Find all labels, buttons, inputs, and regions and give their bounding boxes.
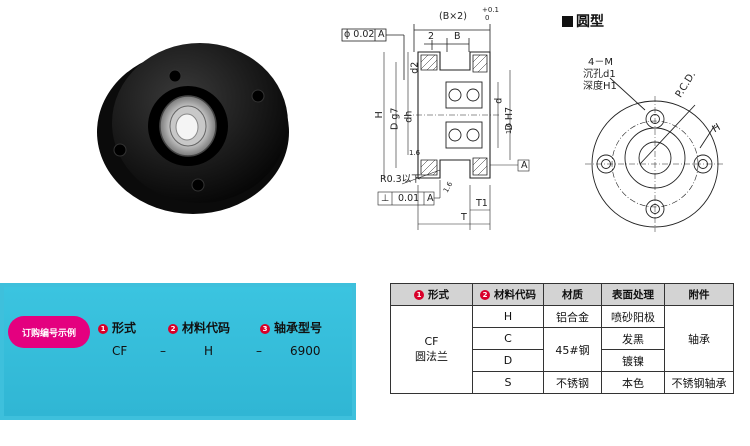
flange-photo (97, 43, 289, 214)
surface-cell: 发黑 (601, 327, 665, 350)
datum-a-label-2: A (427, 193, 434, 204)
roughness-2: 1.6 (409, 149, 421, 157)
order-example-panel (0, 283, 356, 420)
material-cell: 不锈钢 (543, 371, 602, 394)
table-header: 附件 (664, 283, 734, 306)
counterbore-label: 沉孔d1 (583, 69, 616, 80)
number-badge-icon: 2 (480, 290, 490, 300)
accessory-cell: 不锈钢轴承 (664, 371, 734, 394)
order-example-badge: 订购编号示例 (8, 316, 90, 348)
accessory-cell: 轴承 (664, 305, 734, 372)
holes-label: 4－M (588, 57, 613, 68)
number-badge-icon: 1 (98, 324, 108, 334)
code-cell: C (472, 327, 544, 350)
number-badge-icon: 3 (260, 324, 270, 334)
radius-note: R0.3以下 (380, 174, 421, 185)
dim-t-label: T (461, 212, 467, 223)
position-tolerance: ϕ 0.02 (344, 29, 375, 40)
black-square-icon (562, 16, 573, 27)
order-example-panel-inner (4, 287, 352, 416)
order-value-material: H (204, 344, 214, 358)
number-badge-icon: 2 (168, 324, 178, 334)
dim-t1-label: T1 (476, 198, 488, 209)
code-cell: D (472, 349, 544, 372)
order-separator-2: – (256, 344, 262, 358)
material-cell: 铝合金 (543, 305, 602, 328)
table-row: S 不锈钢 本色 不锈钢轴承 (391, 371, 734, 394)
order-separator-1: – (160, 344, 166, 358)
b-tol-upper: +0.1 (482, 6, 499, 14)
datum-a-label: A (378, 29, 385, 40)
perpendicularity-symbol: ⊥ (381, 193, 390, 204)
number-badge-icon: 1 (414, 290, 424, 300)
dim-b-label: B (454, 31, 461, 42)
round-type-title: 圆型 (562, 11, 604, 31)
surface-cell: 喷砂阳极 (601, 305, 665, 328)
order-value-form: CF (112, 344, 128, 358)
surface-cell: 本色 (601, 371, 665, 394)
table-header: 材质 (543, 283, 602, 306)
order-value-bearing: 6900 (290, 344, 321, 358)
perpendicularity-value: 0.01 (398, 193, 420, 204)
form-cell: CF 圆法兰 (390, 305, 473, 394)
table-header: 表面处理 (601, 283, 665, 306)
surface-cell: 镀镍 (601, 349, 665, 372)
code-cell: S (472, 371, 544, 394)
table-row: CF 圆法兰 H 铝合金 喷砂阳极 轴承 (390, 305, 734, 394)
code-cell: H (472, 305, 544, 328)
material-cell: 45#钢 (543, 327, 602, 372)
b-tol-lower: 0 (485, 14, 490, 22)
dim-2-label: 2 (428, 31, 435, 42)
b-dim-label: (B×2) (439, 11, 467, 22)
depth-label: 深度H1 (583, 81, 617, 92)
datum-a-label-3: A (521, 160, 528, 171)
